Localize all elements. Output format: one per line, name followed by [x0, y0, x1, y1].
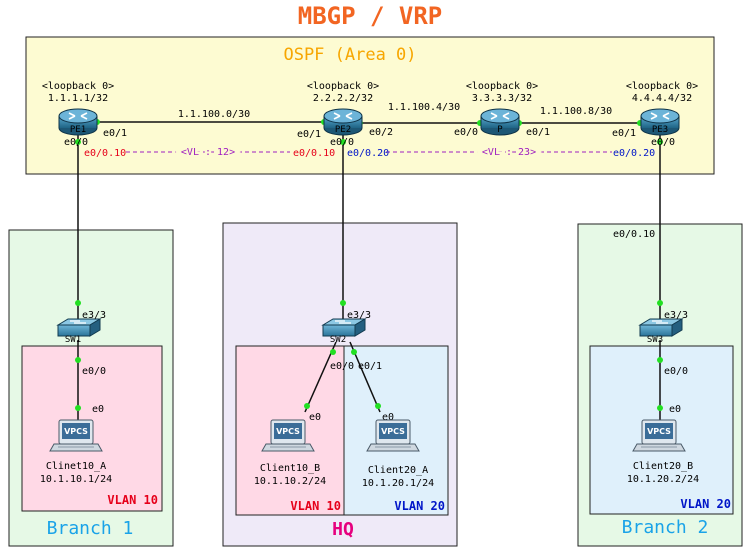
switch-sw2-name: SW2: [330, 335, 346, 345]
sw2-e01-label: e0/1: [358, 361, 382, 372]
sw1-e00-label: e0/0: [82, 366, 106, 377]
pe3-subif20-label: e0/0.20: [613, 148, 655, 159]
pe3-e01-label: e0/1: [612, 128, 636, 139]
client10a-vpcs-label: VPCS: [64, 427, 88, 436]
sw2-e00-label: e0/0: [330, 361, 354, 372]
pe1-e01-label: e0/1: [103, 128, 127, 139]
client20a-vpcs-label: VPCS: [381, 427, 405, 436]
branch1-label: Branch 1: [47, 518, 134, 539]
pe2-e02-label: e0/2: [369, 127, 393, 138]
client20b-ip: 10.1.20.2/24: [627, 474, 699, 485]
router-p-name: P: [497, 125, 503, 135]
ospf-area-label: OSPF (Area 0): [283, 45, 416, 65]
branch2-label: Branch 2: [622, 517, 709, 538]
pe1-loopback-ip: 1.1.1.1/32: [48, 93, 108, 104]
pe1-e00-label: e0/0: [64, 137, 88, 148]
client20b-vpcs-label: VPCS: [647, 427, 671, 436]
virtual-link-12-label: <VL : 12>: [181, 147, 235, 158]
branch2-vlan20-label: VLAN 20: [680, 497, 731, 511]
client20a-e0-label: e0: [382, 412, 394, 423]
client10a-ip: 10.1.10.1/24: [40, 474, 112, 485]
pe2-loopback-label: <loopback 0>: [307, 81, 379, 92]
link-p-pe3-subnet: 1.1.100.8/30: [540, 106, 612, 117]
pe3-loopback-label: <loopback 0>: [626, 81, 698, 92]
pe2-loopback-ip: 2.2.2.2/32: [313, 93, 373, 104]
client10b-vpcs-label: VPCS: [276, 427, 300, 436]
sw3-e00-label: e0/0: [664, 366, 688, 377]
switch-sw3-icon[interactable]: [639, 318, 683, 337]
branch1-vlan10-label: VLAN 10: [107, 493, 158, 507]
switch-sw2-icon[interactable]: [322, 318, 366, 337]
client10b-ip: 10.1.10.2/24: [254, 476, 326, 487]
p-e00-label: e0/0: [454, 127, 478, 138]
pe3-e00-label: e0/0: [651, 137, 675, 148]
router-pe2-name: PE2: [335, 125, 351, 135]
client10b-e0-label: e0: [309, 412, 321, 423]
pe2-subif20-label: e0/0.20: [347, 148, 389, 159]
pe3-loopback-ip: 4.4.4.4/32: [632, 93, 692, 104]
client10b-name: Client10_B: [260, 463, 320, 474]
virtual-link-23-label: <VL : 23>: [482, 147, 536, 158]
client20b-name: Client20_B: [633, 461, 693, 472]
p-e01-label: e0/1: [526, 127, 550, 138]
pe1-subif-label: e0/0.10: [84, 148, 126, 159]
link-pe1-pe2-subnet: 1.1.100.0/30: [178, 109, 250, 120]
pe3-subif10-label: e0/0.10: [613, 229, 655, 240]
client20b-e0-label: e0: [669, 404, 681, 415]
client20a-ip: 10.1.20.1/24: [362, 478, 434, 489]
sw3-e33-label: e3/3: [664, 310, 688, 321]
pe2-subif10-label: e0/0.10: [293, 148, 335, 159]
sw1-e33-label: e3/3: [82, 310, 106, 321]
client20a-name: Client20_A: [368, 465, 428, 476]
client10a-e0-label: e0: [92, 404, 104, 415]
sw2-e33-label: e3/3: [347, 310, 371, 321]
switch-sw1-name: SW1: [65, 335, 81, 345]
link-pe2-p-subnet: 1.1.100.4/30: [388, 102, 460, 113]
hq-label: HQ: [332, 519, 354, 540]
router-pe1-name: PE1: [70, 125, 86, 135]
switch-sw1-icon[interactable]: [57, 318, 101, 337]
p-loopback-ip: 3.3.3.3/32: [472, 93, 532, 104]
pe1-loopback-label: <loopback 0>: [42, 81, 114, 92]
pe2-e00-label: e0/0: [330, 137, 354, 148]
switch-sw3-name: SW3: [647, 335, 663, 345]
client10a-name: Clinet10_A: [46, 461, 106, 472]
ospf-area-box: [25, 36, 715, 175]
pe2-e01-label: e0/1: [297, 129, 321, 140]
hq-vlan20-label: VLAN 20: [394, 499, 445, 513]
router-pe3-name: PE3: [652, 125, 668, 135]
hq-vlan10-label: VLAN 10: [290, 499, 341, 513]
diagram-title: MBGP / VRP: [298, 2, 443, 30]
p-loopback-label: <loopback 0>: [466, 81, 538, 92]
